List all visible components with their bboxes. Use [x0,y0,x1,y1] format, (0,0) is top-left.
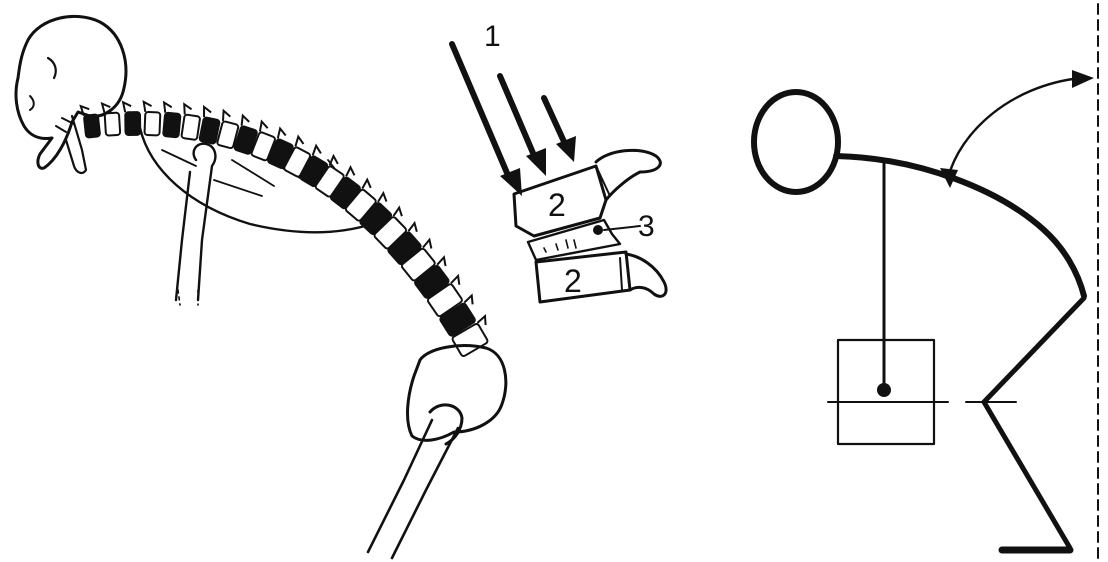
label-disc: 3 [638,210,655,243]
vertebra [142,102,160,136]
force-arrow [500,76,536,160]
vertebra [81,104,100,138]
label-vertebra-upper: 2 [548,187,566,223]
angle-arc [948,78,1080,178]
disc-nucleus [593,225,603,235]
vertebra [123,102,140,135]
arrowhead [526,148,546,176]
femur [368,420,458,558]
vertebra [161,103,181,138]
skull [16,16,126,168]
hand [877,383,891,397]
skeleton-figure [16,16,506,558]
back [836,156,1084,296]
lower-vertebra [536,252,630,302]
vertebra [102,103,120,136]
force-arrow [452,44,510,180]
head [754,92,838,192]
label-force: 1 [484,20,501,53]
vertebra-detail: 1 2 3 2 [452,20,666,302]
force-arrow [544,98,566,146]
lifting-stick-figure [754,4,1098,558]
force-arrows [452,44,576,196]
vertebra [179,104,201,140]
label-vertebra-lower: 2 [564,263,582,299]
leg [984,298,1084,548]
pelvis [408,346,506,441]
humerus [176,144,215,300]
arc-arrowhead [1072,70,1094,88]
